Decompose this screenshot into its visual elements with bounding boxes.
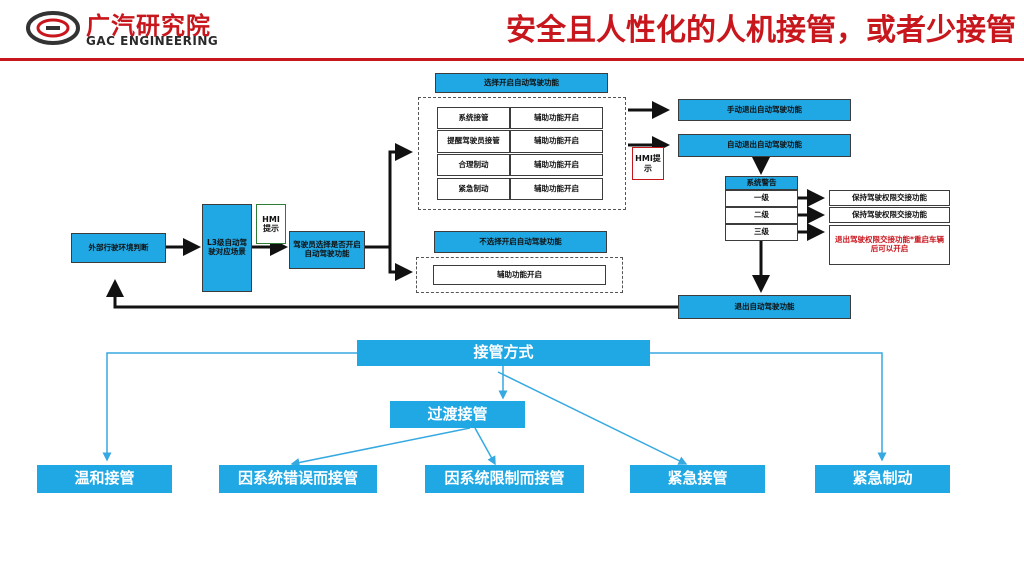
enable-row-1-right: 辅助功能开启 [510,107,603,129]
arrow-exit-to-env [106,279,678,309]
line-root-to-ebrake [650,352,887,462]
enable-row-2-left: 提醒驾驶员接管 [437,130,510,153]
level-1-action: 保持驾驶权限交接功能 [829,190,950,206]
driver-choice-box: 驾驶员选择是否开启自动驾驶功能 [289,231,365,269]
manual-exit-box: 手动退出自动驾驶功能 [678,99,851,121]
warning-level-1: 一级 [725,190,798,207]
mode-system-error-takeover: 因系统错误而接管 [219,465,377,493]
system-warning-box: 系统警告 [725,176,798,190]
line-transition-to-emerg [497,371,688,465]
hmi-prompt-2: HMI提示 [632,147,664,180]
header-bar [0,0,1024,60]
enable-row-2-right: 辅助功能开启 [510,130,603,153]
header-divider [0,58,1024,61]
enable-row-3-left: 合理制动 [437,154,510,176]
disable-assist-box: 辅助功能开启 [433,265,606,285]
mode-mild-takeover: 温和接管 [37,465,172,493]
disable-dashed-group [416,257,623,293]
warning-level-3: 三级 [725,224,798,241]
level-3-action: 退出驾驶权限交接功能*重启车辆后可以开启 [829,225,950,265]
warning-level-2: 二级 [725,207,798,224]
transition-takeover-box: 过渡接管 [390,401,525,428]
takeover-root-box: 接管方式 [357,340,650,366]
mode-system-limit-takeover: 因系统限制而接管 [425,465,584,493]
page-title: 安全且人性化的人机接管，或者少接管 [506,13,1016,48]
external-env-box: 外部行驶环境判断 [71,233,166,263]
line-transition-to-syslimit [474,427,496,466]
exit-autopilot-box: 退出自动驾驶功能 [678,295,851,319]
arrow-driver-to-enable [365,143,413,249]
logo-text-en: GAC ENGINEERING [86,34,219,48]
enable-row-1-left: 系统接管 [437,107,510,129]
disable-autopilot-box: 不选择开启自动驾驶功能 [434,231,607,253]
l3-scene-box: L3级自动驾驶对应场景 [202,204,252,292]
mode-emergency-brake: 紧急制动 [815,465,950,493]
enable-dashed-group [418,97,626,210]
arrow-driver-to-disable [388,247,413,281]
level-2-action: 保持驾驶权限交接功能 [829,207,950,223]
hmi-prompt-1: HMI提示 [256,204,286,244]
line-transition-to-syserr [290,427,471,467]
line-root-to-mild [102,352,357,462]
gac-logo-icon [26,11,80,45]
enable-row-4-right: 辅助功能开启 [510,178,603,200]
enable-autopilot-box: 选择开启自动驾驶功能 [435,73,608,93]
auto-exit-box: 自动退出自动驾驶功能 [678,134,851,157]
mode-emergency-takeover: 紧急接管 [630,465,765,493]
enable-row-3-right: 辅助功能开启 [510,154,603,176]
logo-text-cn: 广汽研究院 [86,12,211,40]
enable-row-4-left: 紧急制动 [437,178,510,200]
